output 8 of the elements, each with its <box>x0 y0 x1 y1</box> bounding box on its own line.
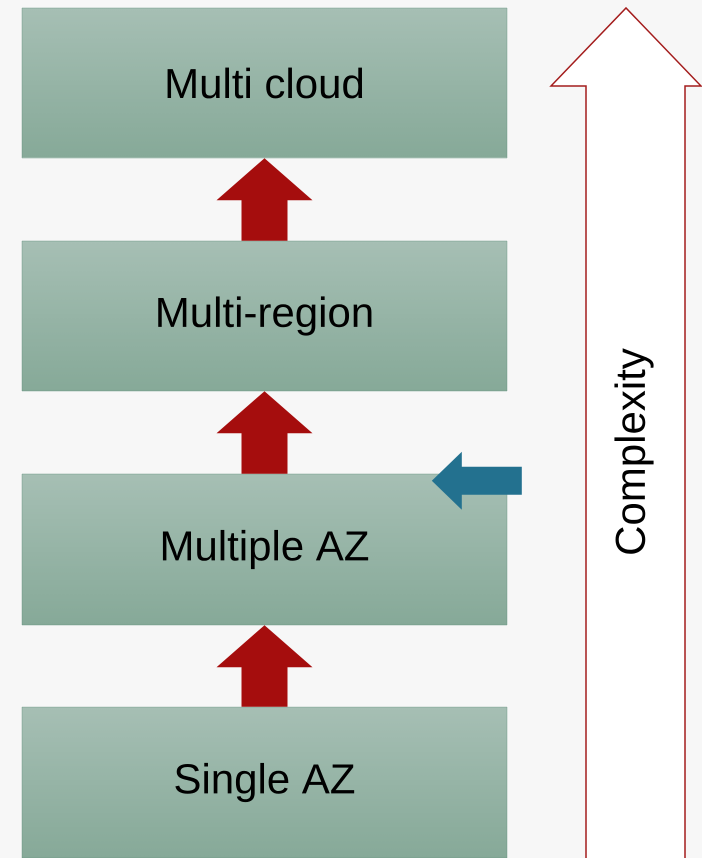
level-box: Multi-region <box>22 240 508 392</box>
pointer-arrow <box>432 452 522 510</box>
level-box: Multiple AZ <box>22 474 508 626</box>
block-arrow <box>216 625 312 707</box>
level-box: Single AZ <box>22 706 508 858</box>
block-arrow <box>216 158 312 241</box>
block-arrow <box>216 391 312 474</box>
level-box: Multi cloud <box>22 8 508 158</box>
